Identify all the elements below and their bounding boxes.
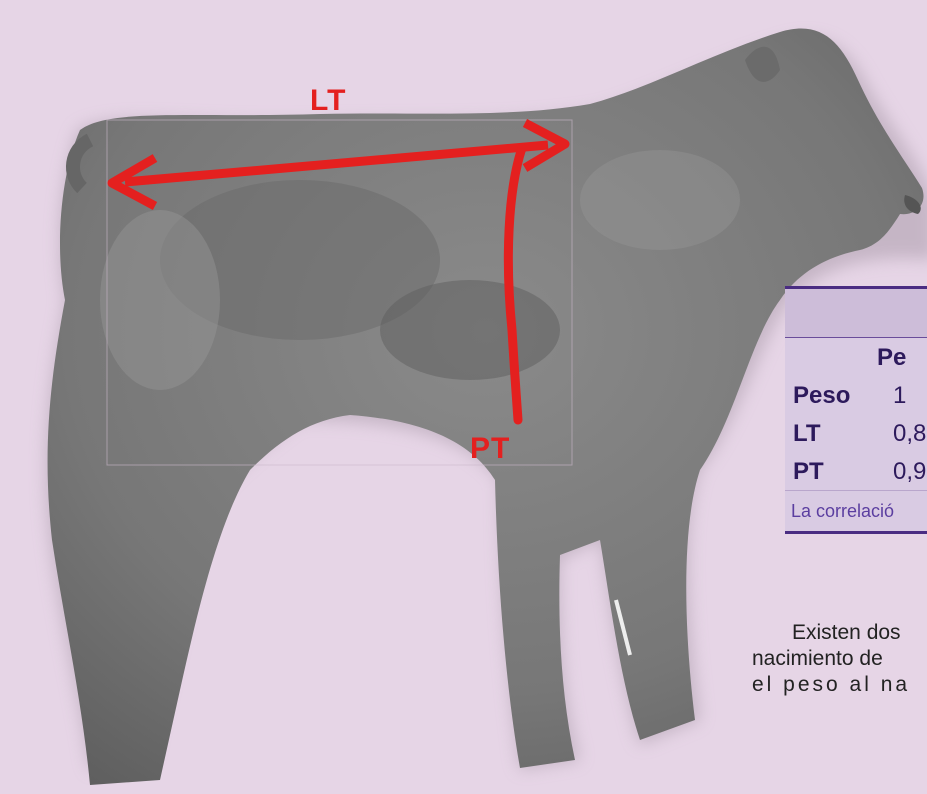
table-row: Peso 1	[785, 376, 927, 414]
table-title-band	[785, 289, 927, 338]
row-value: 1	[893, 382, 906, 410]
row-header: LT	[793, 420, 821, 448]
body-paragraph: Existen dos nacimiento de el peso al na	[752, 620, 927, 698]
row-header: Peso	[793, 382, 850, 410]
fur-patch	[100, 210, 220, 390]
lt-label: LT	[310, 84, 346, 118]
fur-patch	[580, 150, 740, 250]
row-value: 0,8	[893, 420, 926, 448]
table-header-cell: Pe	[877, 344, 906, 372]
row-value: 0,9	[893, 458, 926, 486]
paragraph-line: Existen dos	[752, 620, 927, 646]
paragraph-line: el peso al na	[752, 672, 927, 698]
row-header: PT	[793, 458, 824, 486]
fur-patch	[380, 280, 560, 380]
table-row: PT 0,9	[785, 452, 927, 490]
table-row: LT 0,8	[785, 414, 927, 452]
correlation-table: Pe Peso 1 LT 0,8 PT 0,9 La correlació	[785, 286, 927, 534]
pt-label: PT	[470, 432, 510, 466]
paragraph-line: nacimiento de	[752, 646, 927, 672]
table-header-row: Pe	[785, 338, 927, 376]
table-note: La correlació	[785, 490, 927, 531]
